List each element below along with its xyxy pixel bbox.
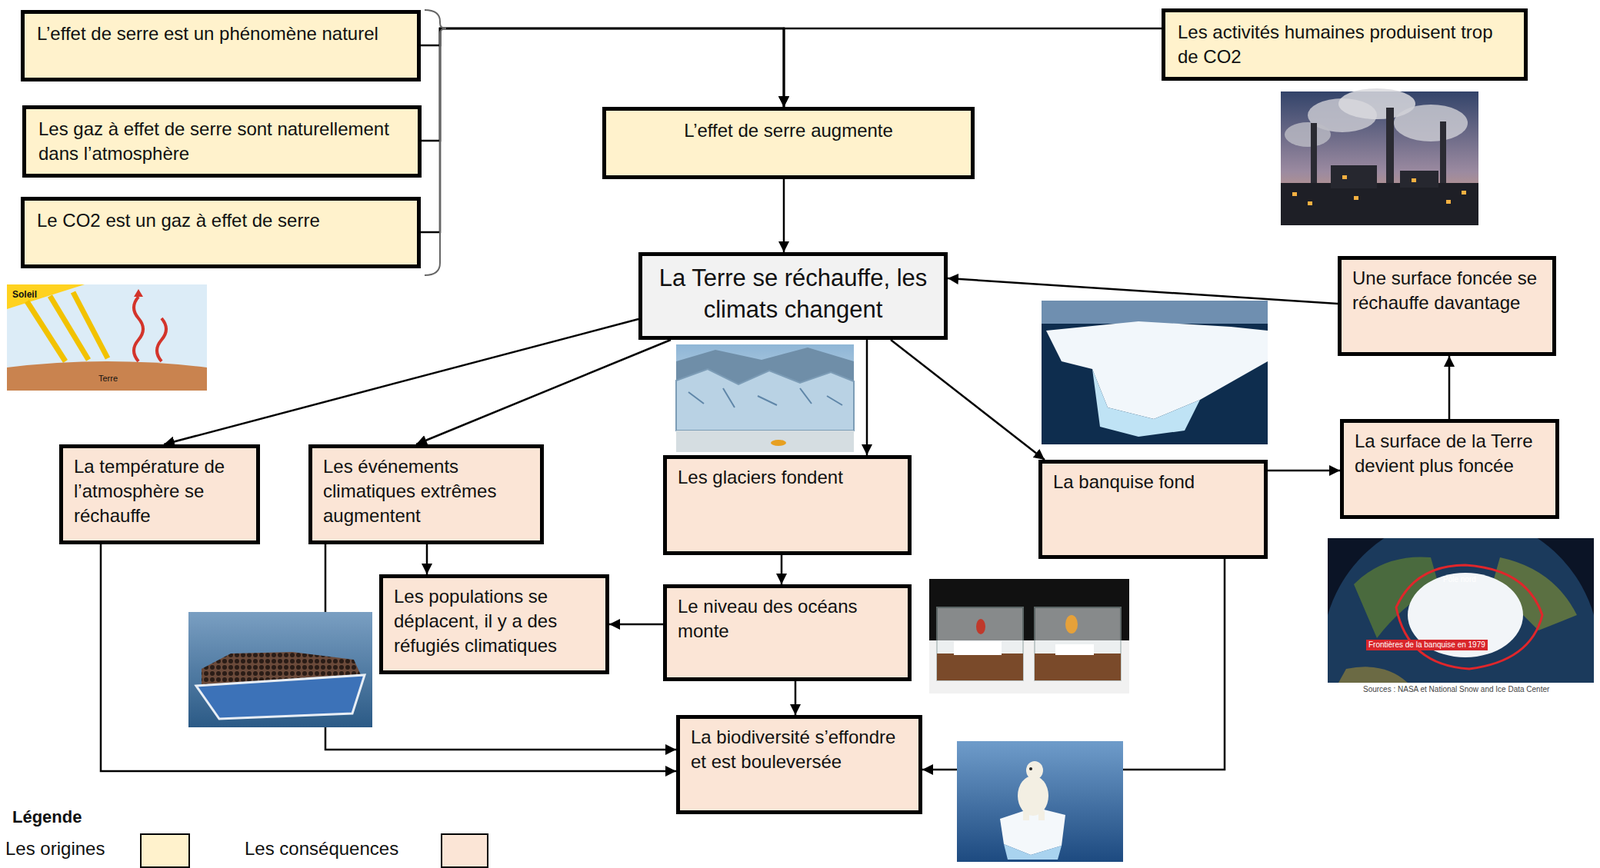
legend-text: Les origines [5,838,105,861]
connector-arrow [922,559,1225,770]
iceberg-photo [1041,300,1268,445]
connector-arrow [783,179,786,253]
connector-arrow [794,681,797,716]
connector-arrow [325,544,677,750]
process-box: La biodiversité s’effondre et est boulev… [676,715,923,815]
connector-arrow [100,544,677,772]
connector-arrow [866,340,869,456]
box-text: Le niveau des océans monte [677,594,897,644]
process-box: L’effet de serre augmente [602,106,975,180]
box-text: La température de l’atmosphère se réchau… [73,454,246,529]
box-text: La surface de la Terre devient plus fonc… [1354,429,1545,479]
box-text: Le CO2 est un gaz à effet de serre [36,208,405,234]
picture-label: Pôle nord [1443,575,1477,585]
box-text: La Terre se réchauffe, les climats chang… [651,262,935,326]
box-text: Les populations se déplacent, il y a des… [393,584,595,659]
polar-bear-photo [956,741,1124,863]
process-box: L’effet de serre est un phénomène nature… [20,10,421,82]
connector-arrow [783,28,1162,107]
picture-label: Frontières de la banquise en 1979 [1366,640,1488,651]
box-text: La biodiversité s’effondre et est boulev… [690,725,908,775]
process-box: Les glaciers fondent [663,455,912,556]
box-text: Une surface foncée se réchauffe davantag… [1352,266,1542,316]
process-box: La température de l’atmosphère se réchau… [59,444,260,545]
process-box: Les activités humaines produisent trop d… [1161,8,1528,81]
process-box: Le CO2 est un gaz à effet de serre [20,196,421,269]
glacier-photo [676,344,854,453]
box-text: Les glaciers fondent [677,465,897,490]
process-box: La surface de la Terre devient plus fonc… [1340,419,1560,520]
connector-arrow [420,28,784,107]
factory-photo [1280,88,1479,226]
picture-label: Terre [98,373,118,384]
connector-arrow [1448,356,1451,420]
legend-swatch [140,833,190,868]
box-text: Les activités humaines produisent trop d… [1177,20,1512,70]
experiment-photo [929,579,1130,694]
process-box: Les gaz à effet de serre sont naturellem… [22,105,422,178]
connector-arrow [426,544,429,575]
connector-arrow [609,623,664,627]
process-box: Les populations se déplacent, il y a des… [379,574,610,675]
box-text: L’effet de serre augmente [618,118,959,144]
greenhouse-illustration [6,284,207,391]
legend-title: Légende [12,807,82,828]
picture-label: Soleil [12,289,37,300]
box-text: Les gaz à effet de serre sont naturellem… [38,116,406,167]
process-box: Les événements climatiques extrêmes augm… [308,444,544,545]
legend-swatch [440,833,489,868]
connector-arrow [890,340,1045,460]
process-box: Le niveau des océans monte [663,584,912,682]
brace [424,10,447,276]
connector-arrow [947,278,1338,304]
box-text: La banquise fond [1053,470,1254,495]
process-box: Une surface foncée se réchauffe davantag… [1337,256,1557,357]
legend-text: Les conséquences [244,838,399,861]
arctic-map [1322,515,1600,793]
connector-arrow [1267,470,1340,473]
process-box: La Terre se réchauffe, les climats chang… [638,252,948,340]
process-box: La banquise fond [1038,460,1268,560]
connector-arrow [780,555,784,585]
box-text: Les événements climatiques extrêmes augm… [323,454,530,529]
box-text: L’effet de serre est un phénomène nature… [36,21,405,47]
connector-arrow [416,340,671,445]
picture-label: Sources : NASA et National Snow and Ice … [1363,685,1550,695]
boat-photo [188,612,373,728]
